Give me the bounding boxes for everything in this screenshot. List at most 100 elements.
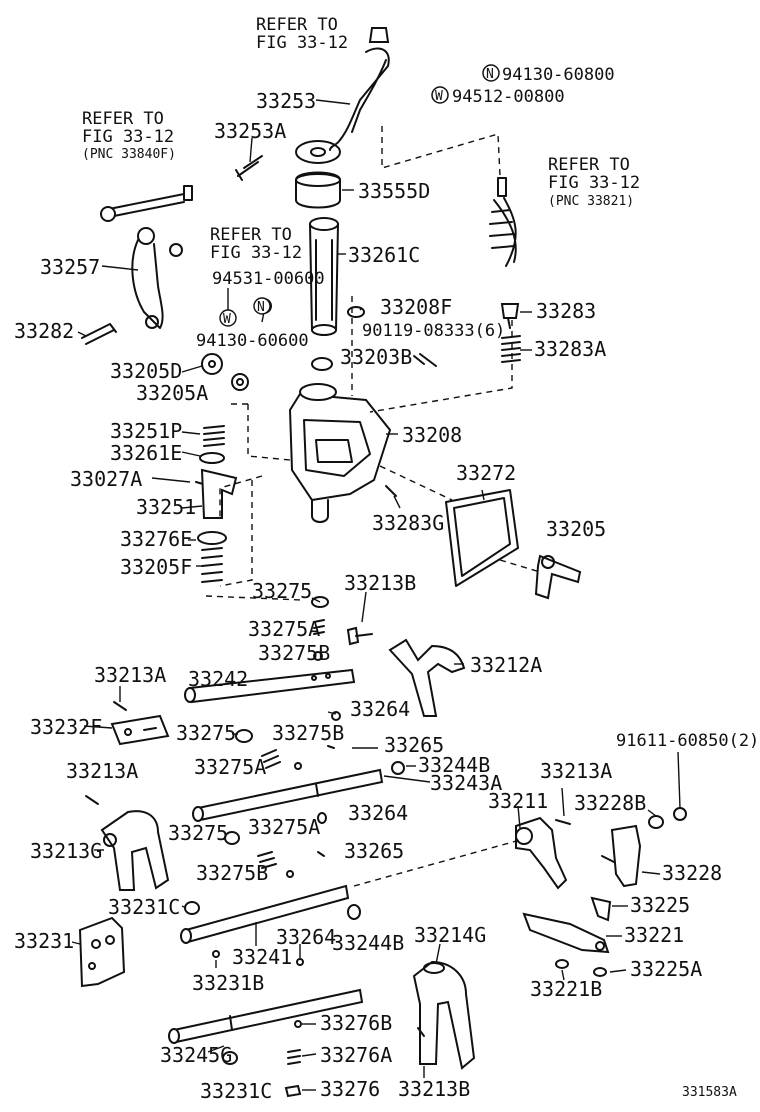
part-label: 33213B — [398, 1077, 470, 1101]
part-label: 33265 — [384, 733, 444, 757]
part-label: 33245G — [160, 1043, 232, 1067]
pins-33264 — [296, 812, 327, 966]
part-label: 90119-08333(6) — [362, 321, 505, 341]
lever-33205 — [534, 554, 582, 600]
leader-lines — [71, 99, 681, 1091]
legend-n-symbol: N — [486, 67, 494, 82]
fork-33212a — [388, 638, 466, 717]
arm-33257 — [131, 227, 183, 329]
part-label: 33205A — [136, 381, 208, 405]
legend: N 94130-60800 W 94512-00800 — [431, 64, 615, 107]
part-label: 94531-00600 — [212, 269, 325, 289]
pins-33213a — [85, 701, 571, 825]
small-markers: W N — [219, 297, 271, 327]
part-label: 33264 — [348, 801, 408, 825]
part-label: 33276E — [120, 527, 192, 551]
part-label: 33232F — [30, 715, 102, 739]
plug-spring-33283 — [500, 303, 521, 363]
part-label: 33265 — [344, 839, 404, 863]
bracket-33228 — [601, 824, 642, 888]
part-label: 33243A — [430, 771, 502, 795]
part-label: 94130-60600 — [196, 331, 309, 351]
arm-33211 — [515, 816, 568, 890]
shaft-33261c — [309, 217, 339, 336]
part-label: 33275A — [194, 755, 266, 779]
part-label: 33225A — [630, 957, 702, 981]
part-33225 — [590, 896, 612, 922]
part-label: 33212A — [470, 653, 542, 677]
rod-end-33840f — [100, 185, 193, 222]
pin-33231b — [212, 950, 220, 958]
block-33231 — [78, 916, 126, 988]
part-label: 33275B — [258, 641, 330, 665]
housing-33208 — [288, 383, 392, 523]
part-label: 33213G — [30, 839, 102, 863]
part-label: 33261C — [348, 243, 420, 267]
refer-left-pnc: (PNC 33840F) — [82, 147, 176, 162]
part-label: 33213B — [344, 571, 416, 595]
part-label: 33275A — [248, 815, 320, 839]
part-label: 33275 — [176, 721, 236, 745]
part-label: 33225 — [630, 893, 690, 917]
part-label: 33228 — [662, 861, 722, 885]
shaft-33245g — [168, 988, 364, 1044]
part-label: 33231C — [200, 1079, 272, 1103]
part-label: 33275A — [248, 617, 320, 641]
part-label: 33282 — [14, 319, 74, 343]
shaft-33242 — [184, 668, 356, 704]
part-label: 33228B — [574, 791, 646, 815]
refer-blocks: REFER TO FIG 33-12 REFER TO FIG 33-12 (P… — [82, 15, 640, 263]
part-label: 33276B — [320, 1011, 392, 1035]
block-33232f — [110, 714, 170, 746]
pin-33283g — [385, 485, 397, 497]
part-label: 33253 — [256, 89, 316, 113]
part-label: 33244B — [418, 753, 490, 777]
bolt-33253a — [235, 155, 263, 181]
small-w-marker: W — [223, 312, 231, 327]
part-label: 33213A — [66, 759, 138, 783]
detent-set-middle — [235, 711, 405, 775]
refer-left-line2: FIG 33-12 — [82, 127, 174, 147]
part-label: 33208F — [380, 295, 452, 319]
part-label: 33272 — [456, 461, 516, 485]
part-label: 33242 — [188, 667, 248, 691]
part-label: 33221 — [624, 923, 684, 947]
part-label: 33283G — [372, 511, 444, 535]
cable-end-33821 — [489, 177, 517, 267]
refer-top-line1: REFER TO — [256, 15, 338, 35]
part-label: 33264 — [350, 697, 410, 721]
part-label: 33241 — [232, 945, 292, 969]
part-label: 33275 — [168, 821, 228, 845]
part-label: 33276 — [320, 1077, 380, 1101]
part-label: 33205 — [546, 517, 606, 541]
part-labels: 33253 33253A 33555D 33261C 94531-00600 9… — [14, 89, 759, 1103]
part-label: 33213A — [94, 663, 166, 687]
shaft-33241 — [180, 884, 350, 944]
part-label: 33257 — [40, 255, 100, 279]
shaft-33243a — [192, 768, 384, 822]
part-label: 33205F — [120, 555, 192, 579]
refer-mid-line2: FIG 33-12 — [210, 243, 302, 263]
part-label: 33264 — [276, 925, 336, 949]
refer-right-line1: REFER TO — [548, 155, 630, 175]
refer-right-line2: FIG 33-12 — [548, 173, 640, 193]
bolt-91611 — [648, 807, 687, 829]
legend-w-part: 94512-00800 — [452, 87, 565, 107]
refer-mid-line1: REFER TO — [210, 225, 292, 245]
part-label: 33231C — [108, 895, 180, 919]
gasket-33272 — [445, 489, 519, 587]
part-label: 33275 — [252, 579, 312, 603]
part-label: 33221B — [530, 977, 602, 1001]
refer-right-pnc: (PNC 33821) — [548, 194, 634, 209]
part-label: 33251P — [110, 419, 182, 443]
refer-left-line1: REFER TO — [82, 109, 164, 129]
part-label: 33283 — [536, 299, 596, 323]
part-label: 33231 — [14, 929, 74, 953]
part-label: 33211 — [488, 789, 548, 813]
fork-33214g — [412, 960, 476, 1070]
washers-33205 — [201, 353, 249, 391]
part-label: 33244B — [332, 931, 404, 955]
part-label: 33275B — [196, 861, 268, 885]
legend-n-part: 94130-60800 — [502, 65, 615, 85]
